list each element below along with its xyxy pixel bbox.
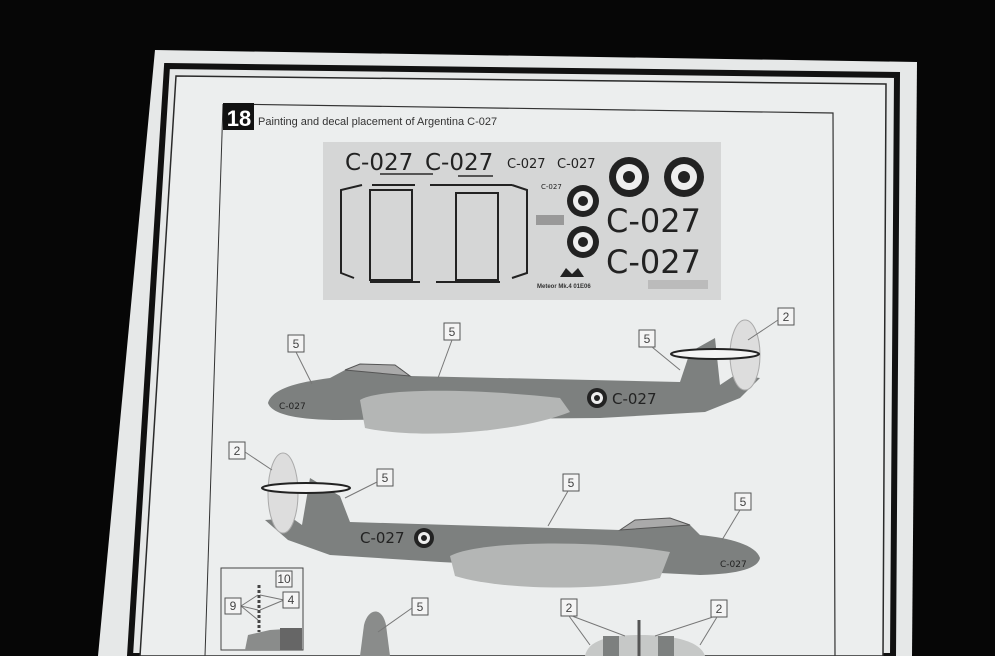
fuselage-code: C-027	[360, 529, 405, 547]
page-frame	[126, 62, 901, 656]
callout-number: 5	[568, 476, 575, 490]
callout-number: 5	[449, 325, 456, 339]
decal-registration: C-027	[507, 157, 546, 172]
roundel-marking	[414, 528, 434, 548]
aircraft-profile-left: C-027 C-027	[268, 319, 761, 434]
decal-sheet: C-027 C-027 C-027 C-027 C-027 C-027 C-02…	[323, 142, 721, 300]
roundel-decal	[609, 157, 649, 197]
roundel-decal	[567, 226, 599, 258]
step-frame-left	[204, 103, 224, 656]
roundel-marking	[587, 388, 607, 408]
step-number-box	[223, 103, 254, 130]
callout-number: 2	[234, 444, 241, 458]
callout-number: 5	[644, 332, 651, 346]
callout-number: 2	[783, 310, 790, 324]
callout-number: 9	[230, 599, 237, 613]
nose-code: C-027	[279, 402, 306, 412]
decal-registration: C-027	[541, 183, 562, 191]
callout-number: 5	[740, 495, 747, 509]
decal-registration: C-027	[557, 157, 596, 172]
step-title: Painting and decal placement of Argentin…	[258, 116, 497, 128]
fuselage-code: C-027	[612, 390, 657, 408]
aircraft-profile-right: C-027 C-027	[261, 452, 760, 588]
step-frame	[222, 103, 836, 656]
callout-number: 5	[293, 337, 300, 351]
callout-number: 2	[566, 601, 573, 615]
nose-code: C-027	[720, 560, 747, 570]
callout-number: 5	[417, 600, 424, 614]
brand-logo	[560, 268, 584, 277]
callouts-top: 5 5 5 2	[287, 307, 795, 385]
wing-top-view: 2 2	[560, 598, 728, 656]
decal-registration: C-027	[425, 150, 493, 176]
callout-number: 10	[277, 572, 291, 586]
step-number: 18	[227, 106, 251, 131]
decal-registration: C-027	[606, 202, 701, 240]
roundel-decal	[664, 157, 704, 197]
callouts-bottom: 2 5 5 5	[228, 441, 752, 541]
antenna-inset: 10 9 4	[220, 567, 304, 651]
decal-registration: C-027	[345, 150, 413, 176]
decal-registration: C-027	[606, 243, 701, 281]
tail-front-view: 5	[360, 597, 429, 656]
callout-number: 4	[288, 593, 295, 607]
callout-number: 2	[716, 602, 723, 616]
callout-number: 5	[382, 471, 389, 485]
roundel-decal	[567, 185, 599, 217]
decal-kit-label: Meteor Mk.4 01E06	[537, 284, 591, 290]
